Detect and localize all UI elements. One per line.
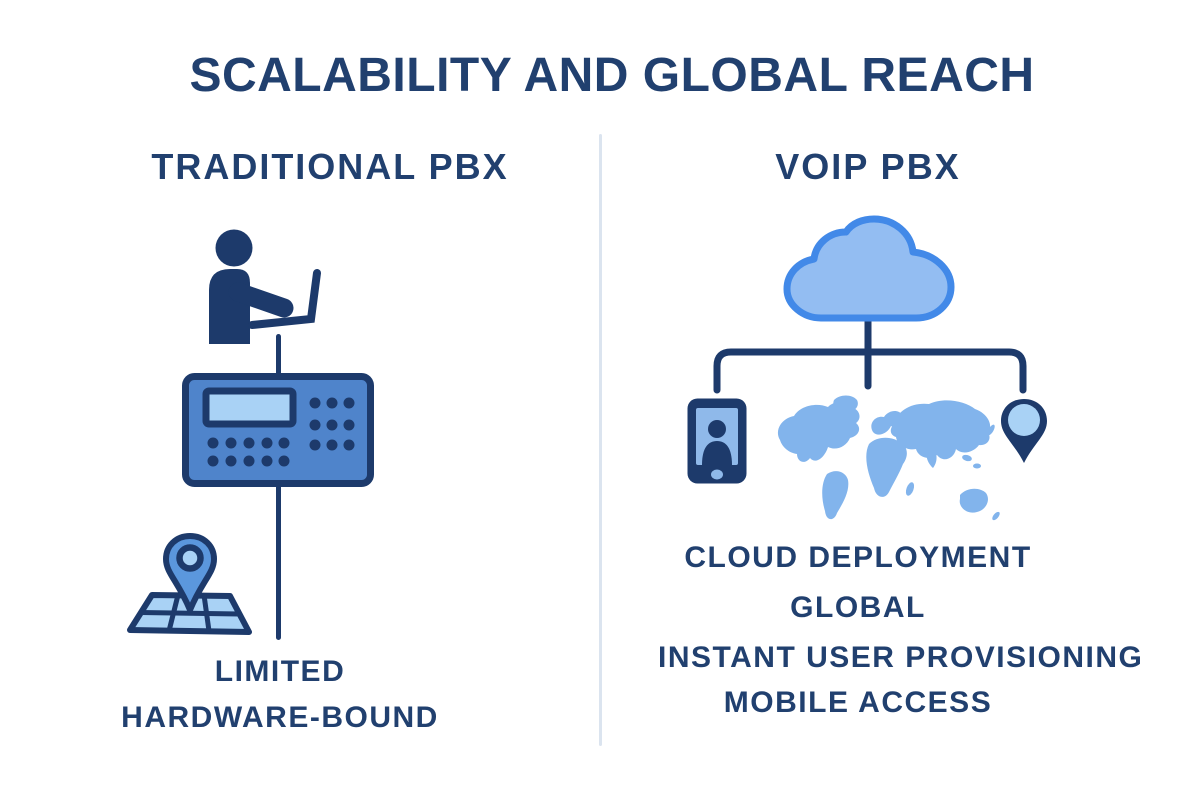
map-pin-hole [176, 544, 204, 572]
voip-label-cloud-deployment: CLOUD DEPLOYMENT [684, 541, 1032, 574]
cloud-shape [783, 215, 955, 322]
southeast-asia [962, 454, 972, 462]
indonesia [973, 463, 981, 469]
japan [987, 424, 995, 436]
north-america [777, 402, 860, 462]
pbx-display [202, 387, 297, 428]
traditional-pbx-heading: TRADITIONAL PBX [151, 146, 509, 187]
voip-label-mobile-access: MOBILE ACCESS [723, 686, 993, 719]
new-zealand [992, 511, 1000, 521]
greenland [833, 395, 858, 413]
smartphone-user-icon [687, 398, 747, 484]
screen-user-head [708, 420, 726, 438]
pin-circle [1008, 404, 1040, 436]
cloud-branch-connector [713, 314, 1027, 394]
person-arm [228, 282, 294, 318]
pbx-device-icon [182, 373, 374, 487]
voip-label-instant-user-provisioning: INSTANT USER PROVISIONING [658, 641, 1144, 674]
south-america [822, 471, 849, 520]
screen-user-shoulders [702, 441, 732, 465]
map-location-pin-icon [127, 533, 252, 635]
india [926, 446, 937, 468]
world-map-icon [777, 395, 1000, 521]
continents [777, 395, 1000, 521]
pbx-buttons [207, 397, 355, 467]
asia [890, 400, 991, 460]
person-head [215, 229, 253, 267]
person-at-laptop-icon [209, 229, 321, 344]
laptop [248, 269, 321, 329]
voip-label-global: GLOBAL [790, 591, 926, 624]
map-grid [140, 594, 240, 632]
traditional-label-limited: LIMITED [214, 655, 346, 688]
phone-home-button [711, 469, 723, 480]
africa [866, 437, 907, 497]
madagascar [905, 482, 915, 496]
connector-line-left [276, 334, 281, 640]
cloud-icon [783, 215, 955, 322]
column-divider [599, 134, 602, 746]
voip-pbx-heading: VOIP PBX [775, 146, 961, 187]
person-torso [209, 269, 250, 344]
traditional-label-hardware-bound: HARDWARE-BOUND [121, 701, 439, 734]
page-title: SCALABILITY AND GLOBAL REACH [189, 49, 1035, 102]
australia [959, 488, 988, 513]
location-pin-icon [1001, 399, 1047, 463]
